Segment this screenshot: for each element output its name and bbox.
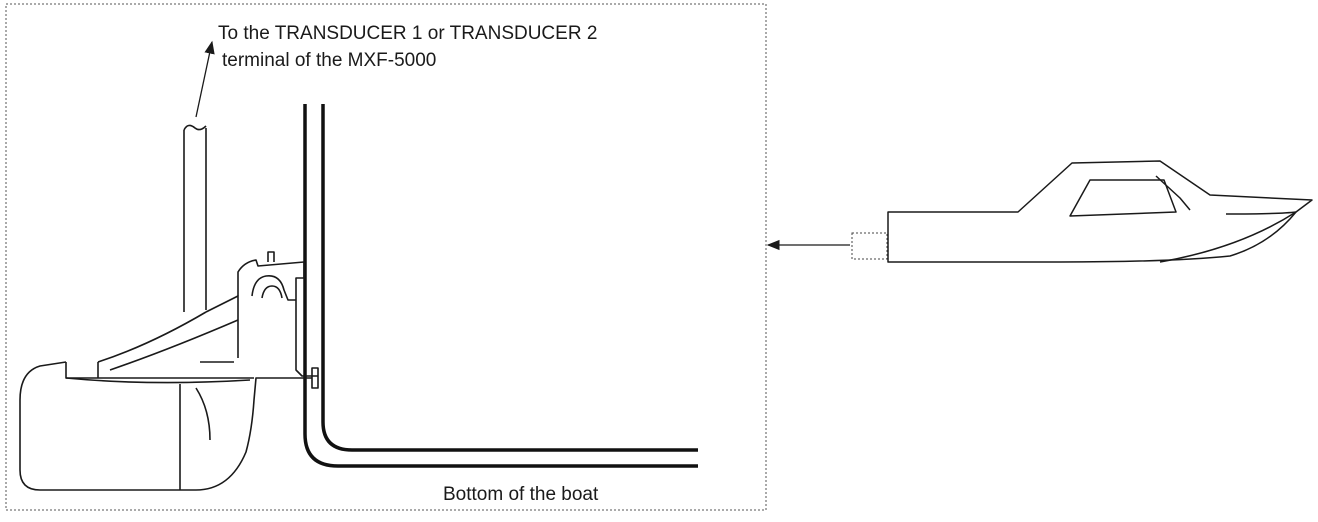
cable-arrow [195,40,215,118]
boat-transom-and-bottom [303,104,698,468]
cable-label-line1: To the TRANSDUCER 1 or TRANSDUCER 2 [218,23,598,44]
boat-silhouette [887,160,1313,263]
cable-label-line2: terminal of the MXF-5000 [222,50,437,71]
transducer-body [19,251,319,491]
bottom-of-boat-label: Bottom of the boat [443,484,599,505]
detail-frame [5,3,767,511]
transducer-location-marker [851,232,888,260]
transducer-cable [183,124,207,312]
